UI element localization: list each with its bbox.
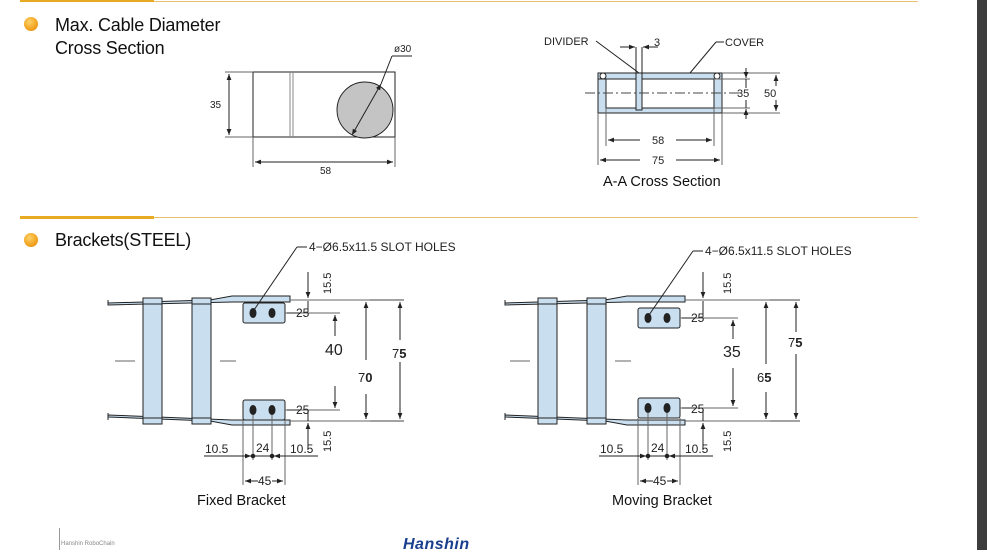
aa-section-caption: A-A Cross Section xyxy=(603,174,721,190)
fixed-bracket-caption: Fixed Bracket xyxy=(197,493,286,509)
fixed-dim-15-top: 15.5 xyxy=(322,273,334,294)
moving-dim-25-top: 25 xyxy=(691,311,705,325)
dim-diameter: ø30 xyxy=(394,44,412,55)
moving-dim-25-bot: 25 xyxy=(691,402,705,416)
fixed-dim-10-right: 10.5 xyxy=(290,442,314,456)
section-title-cable-diameter: Max. Cable Diameter Cross Section xyxy=(55,14,220,60)
footer-divider xyxy=(59,528,60,550)
aa-cross-section-drawing xyxy=(585,40,780,165)
fixed-dim-45: 45 xyxy=(258,474,272,488)
moving-dim-24: 24 xyxy=(651,441,665,455)
dim-width: 58 xyxy=(320,166,332,177)
section-rule-mid xyxy=(154,217,918,218)
section-rule-top xyxy=(154,1,918,2)
fixed-dim-25-top: 25 xyxy=(296,306,310,320)
moving-dim-45: 45 xyxy=(653,474,667,488)
moving-dim-15-top: 15.5 xyxy=(722,273,734,294)
moving-bracket-drawing xyxy=(504,250,800,485)
moving-dim-75: 75 xyxy=(788,335,802,350)
window-edge-bar xyxy=(977,0,987,550)
dim-75: 75 xyxy=(652,155,664,167)
title-line-2: Cross Section xyxy=(55,38,165,58)
fixed-dim-75: 75 xyxy=(392,346,406,361)
dim-three: 3 xyxy=(654,37,660,49)
fixed-dim-40: 40 xyxy=(325,342,343,359)
fixed-slot-label: 4−Ø6.5x11.5 SLOT HOLES xyxy=(309,240,456,254)
label-cover: COVER xyxy=(725,37,764,49)
dim-50: 50 xyxy=(764,88,776,100)
moving-dim-65: 65 xyxy=(757,370,771,385)
title-line-1: Max. Cable Diameter xyxy=(55,15,221,35)
moving-slot-label: 4−Ø6.5x11.5 SLOT HOLES xyxy=(705,244,852,258)
cable-cross-section-drawing xyxy=(225,55,412,167)
moving-dim-10-right: 10.5 xyxy=(685,442,709,456)
section-bullet-icon xyxy=(24,17,38,31)
moving-dim-15-bot: 15.5 xyxy=(722,431,734,452)
fixed-dim-70: 70 xyxy=(358,370,372,385)
fixed-dim-25-bot: 25 xyxy=(296,403,310,417)
dim-height: 35 xyxy=(210,100,222,111)
fixed-dim-15-bot: 15.5 xyxy=(322,431,334,452)
moving-bracket-caption: Moving Bracket xyxy=(612,493,712,509)
section-rule-mid-accent xyxy=(20,216,154,219)
label-divider: DIVIDER xyxy=(544,36,589,48)
cable-circle xyxy=(336,81,394,139)
section-title-brackets: Brackets(STEEL) xyxy=(55,230,192,250)
fixed-bracket-drawing xyxy=(107,246,404,485)
footer-small-text: Hanshin RoboChain xyxy=(61,541,115,547)
fixed-dim-10-left: 10.5 xyxy=(205,442,229,456)
section-bullet-icon xyxy=(24,233,38,247)
dim-35: 35 xyxy=(737,88,749,100)
moving-dim-10-left: 10.5 xyxy=(600,442,624,456)
fixed-dim-24: 24 xyxy=(256,441,270,455)
section-rule-top-accent xyxy=(20,0,154,2)
footer-logo: Hanshin xyxy=(403,536,470,553)
dim-58: 58 xyxy=(652,135,664,147)
moving-dim-35: 35 xyxy=(723,344,741,361)
